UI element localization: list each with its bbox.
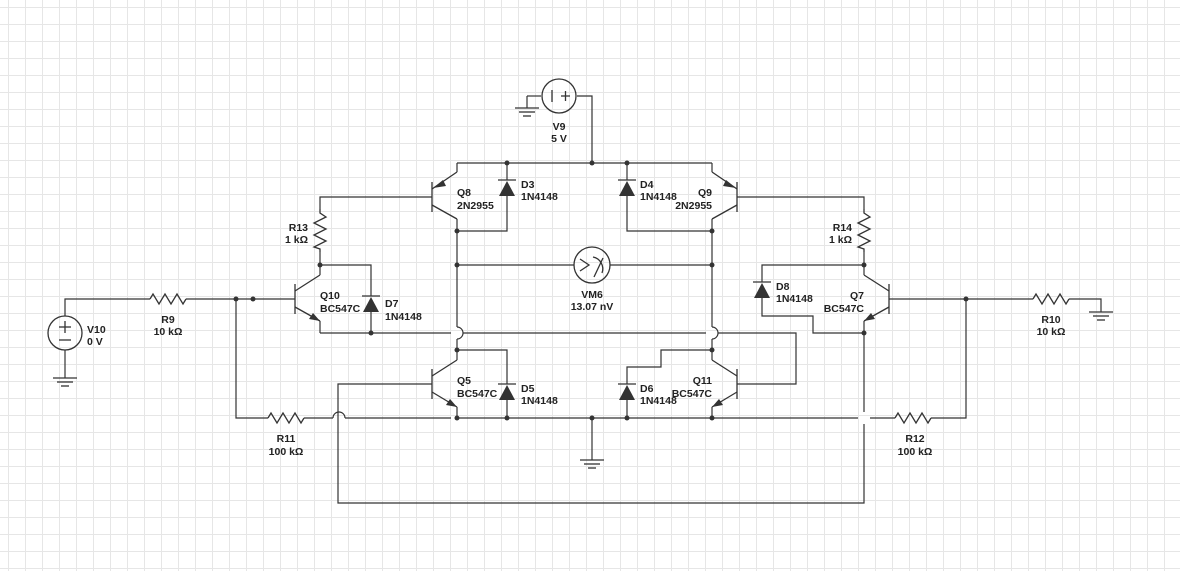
label-D6-value: 1N4148 (640, 395, 677, 407)
resistor-R9[interactable] (149, 292, 187, 306)
label-R9-value: 10 kΩ (154, 326, 183, 338)
label-D5-value: 1N4148 (521, 395, 558, 407)
voltage-source-V10[interactable] (47, 315, 83, 351)
label-D4-name: D4 (640, 179, 654, 191)
diode-D4[interactable] (618, 179, 636, 196)
resistor-R13[interactable] (312, 209, 328, 252)
diode-D5[interactable] (498, 383, 516, 400)
label-R11-name: R11 (277, 433, 296, 445)
label-R10-name: R10 (1041, 314, 1060, 326)
transistor-Q5[interactable] (431, 359, 458, 408)
transistor-Q8[interactable] (431, 171, 458, 220)
ground-symbol (580, 459, 604, 469)
label-R10-value: 10 kΩ (1037, 326, 1066, 338)
label-D8-value: 1N4148 (776, 293, 813, 305)
ground-symbol (515, 107, 539, 117)
resistor-R12[interactable] (894, 411, 932, 425)
diode-D6[interactable] (618, 383, 636, 400)
transistor-Q7[interactable] (863, 274, 890, 322)
labels: V9 5 V V10 0 V VM6 13.07 nV R9 10 kΩ R10… (87, 121, 1065, 458)
ground-symbol (1089, 311, 1113, 321)
diode-D7[interactable] (362, 295, 380, 312)
label-Q10-value: BC547C (320, 303, 361, 315)
label-R9-name: R9 (161, 314, 175, 326)
resistor-R10[interactable] (1032, 292, 1070, 306)
label-D5-name: D5 (521, 383, 535, 395)
label-D7-value: 1N4148 (385, 311, 422, 323)
label-R13-name: R13 (289, 222, 308, 234)
diode-D3[interactable] (498, 179, 516, 196)
label-VM6-name: VM6 (581, 289, 603, 301)
label-Q5-name: Q5 (457, 375, 471, 387)
label-D3-value: 1N4148 (521, 191, 558, 203)
label-D4-value: 1N4148 (640, 191, 677, 203)
label-D7-name: D7 (385, 298, 399, 310)
transistor-Q9[interactable] (711, 171, 738, 220)
transistor-Q11[interactable] (711, 359, 738, 408)
label-R11-value: 100 kΩ (269, 446, 304, 458)
voltmeter-VM6[interactable] (573, 246, 611, 284)
voltage-source-V9[interactable] (541, 78, 577, 114)
label-R12-name: R12 (905, 433, 924, 445)
label-R14-name: R14 (833, 222, 852, 234)
label-D8-name: D8 (776, 281, 790, 293)
label-V9-name: V9 (553, 121, 566, 133)
label-R13-value: 1 kΩ (285, 234, 308, 246)
label-VM6-value: 13.07 nV (571, 301, 614, 313)
label-D3-name: D3 (521, 179, 535, 191)
wires (64, 95, 1102, 504)
junctions (233, 160, 969, 421)
label-V9-value: 5 V (551, 133, 567, 145)
resistor-R14[interactable] (856, 209, 872, 252)
transistor-Q10[interactable] (294, 274, 321, 322)
label-Q8-name: Q8 (457, 187, 471, 199)
label-R14-value: 1 kΩ (829, 234, 852, 246)
label-V10-value: 0 V (87, 336, 103, 348)
resistor-R11[interactable] (267, 411, 305, 425)
label-Q11-value: BC547C (672, 388, 713, 400)
label-Q5-value: BC547C (457, 388, 498, 400)
label-Q9-name: Q9 (698, 187, 712, 199)
label-Q11-name: Q11 (693, 375, 712, 387)
label-R12-value: 100 kΩ (898, 446, 933, 458)
label-Q7-name: Q7 (850, 290, 864, 302)
label-Q8-value: 2N2955 (457, 200, 494, 212)
label-V10-name: V10 (87, 324, 106, 336)
label-Q7-value: BC547C (824, 303, 865, 315)
ground-symbol (53, 377, 77, 387)
label-D6-name: D6 (640, 383, 654, 395)
label-Q10-name: Q10 (320, 290, 340, 302)
diode-D8[interactable] (753, 281, 771, 298)
label-Q9-value: 2N2955 (675, 200, 712, 212)
